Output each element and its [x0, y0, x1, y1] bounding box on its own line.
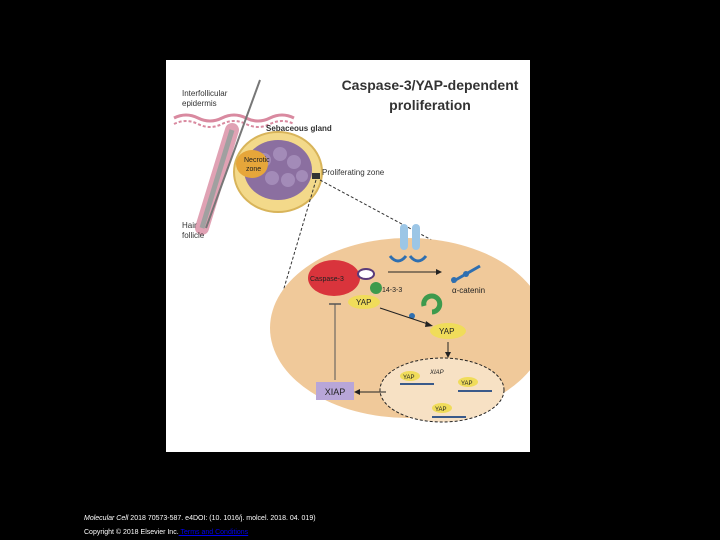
label-yap-cyto: YAP — [439, 327, 454, 336]
arrow-to-yap — [379, 307, 429, 325]
interfollicular-epidermis — [173, 113, 295, 128]
yap-membrane-shape — [348, 295, 380, 309]
caption-citation: 2018 70573-587. e4DOI: (10. 1016/j. molc… — [128, 515, 316, 522]
pathway-diagram: Caspase-3/YAP-dependent proliferation In… — [173, 77, 530, 423]
label-yap-nuc-2: YAP — [461, 381, 473, 387]
label-caspase3: Caspase-3 — [310, 276, 344, 283]
label-hair-1: Hair — [182, 221, 197, 230]
label-yap-membrane: YAP — [356, 298, 371, 307]
label-yap-nuc-3: YAP — [435, 407, 447, 413]
arrow-to-catenin-head — [436, 269, 442, 275]
caption-copyright-line: Copyright © 2018 Elsevier Inc. Terms and… — [84, 528, 248, 537]
complex-ring — [357, 268, 375, 280]
arrow-to-xiap-head — [354, 389, 360, 395]
yap-nuc-2-shape — [458, 377, 478, 387]
yap-nuc-1-shape — [400, 371, 420, 381]
title-line2: proliferation — [389, 97, 471, 113]
protein-1433-shape — [370, 282, 382, 294]
label-interfollicular-2: epidermis — [182, 99, 217, 108]
label-proliferating-zone: Proliferating zone — [322, 168, 385, 177]
title-line1: Caspase-3/YAP-dependent — [342, 77, 519, 93]
figure-caption: Molecular Cell 2018 70573-587. e4DOI: (1… — [84, 514, 316, 523]
arrow-to-nucleus-head — [445, 352, 451, 358]
label-xiap-nuc: XIAP — [429, 370, 444, 376]
caption-copyright: Copyright © 2018 Elsevier Inc. — [84, 529, 179, 536]
label-sebaceous-gland: Sebaceous gland — [266, 124, 332, 133]
xiap-cyto-shape — [316, 382, 354, 400]
caspase3-shape — [308, 260, 360, 296]
label-hair-2: follicle — [182, 231, 205, 240]
yap-cyto-shape — [430, 323, 466, 339]
green-1433-free — [421, 293, 443, 315]
arrow-to-yap-head — [425, 321, 433, 327]
terms-link[interactable]: Terms and Conditions — [178, 529, 249, 536]
blue-dot — [409, 313, 415, 319]
figure-panel: Caspase-3/YAP-dependent proliferation In… — [166, 60, 530, 452]
hair-follicle — [195, 79, 261, 235]
label-xiap-cyto: XIAP — [325, 387, 346, 397]
sebaceous-gland — [233, 131, 323, 213]
label-necrotic-1: Necrotic — [244, 157, 270, 164]
membrane-receptors — [388, 224, 428, 263]
label-1433: 14-3-3 — [382, 287, 402, 294]
alpha-catenin-shape — [451, 264, 481, 284]
zoom-marker — [312, 173, 320, 179]
label-yap-nuc-1: YAP — [403, 375, 415, 381]
label-alpha-catenin: α-catenin — [452, 286, 485, 295]
yap-nuc-3-shape — [432, 403, 452, 413]
label-necrotic-2: zone — [246, 166, 261, 173]
label-interfollicular-1: Interfollicular — [182, 89, 228, 98]
caption-journal: Molecular Cell — [84, 515, 129, 522]
